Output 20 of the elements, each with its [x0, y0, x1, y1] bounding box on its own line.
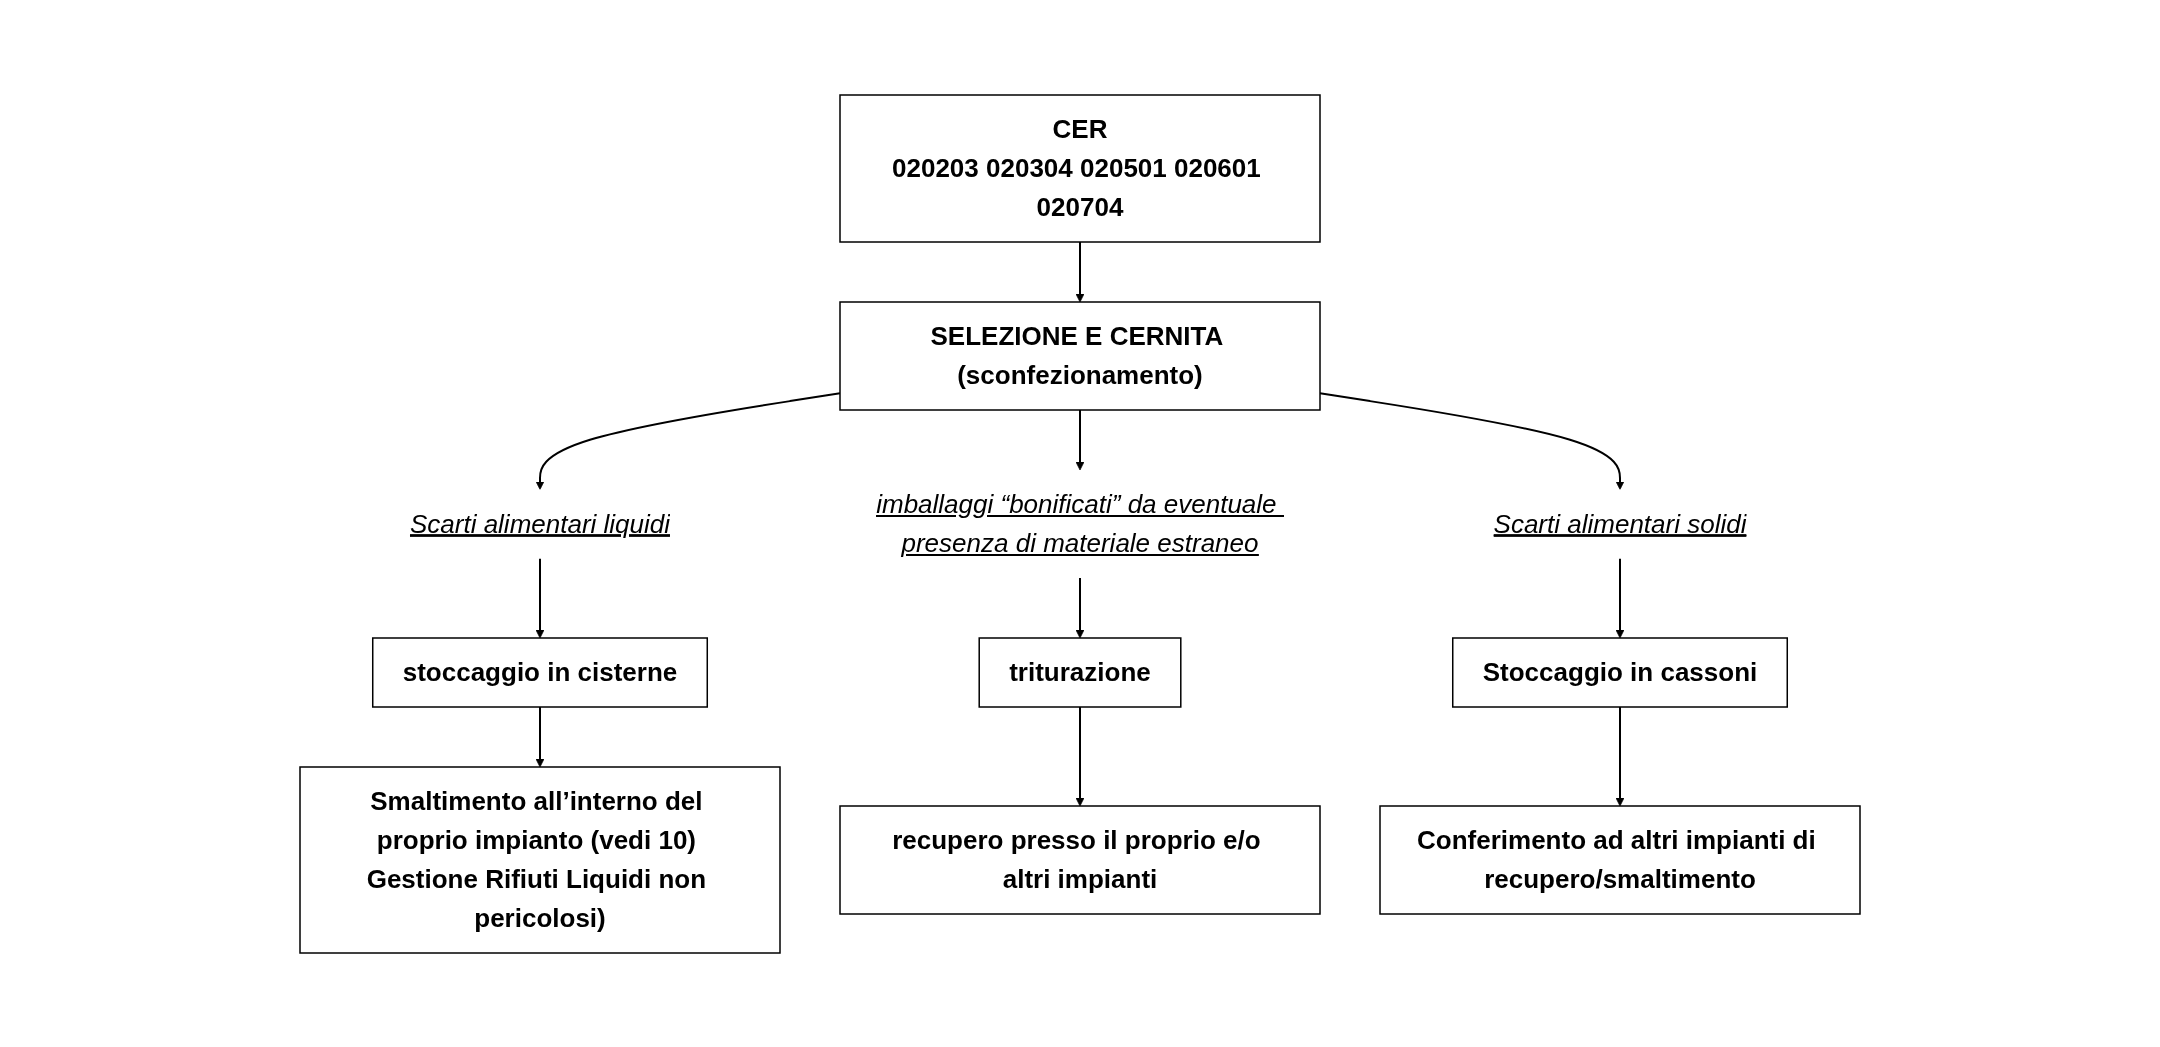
node-box: recupero presso il proprio e/o altri impianti [839, 804, 1321, 915]
node-box: Stoccaggio in cassoni [1452, 636, 1788, 708]
node-box: triturazione [978, 636, 1182, 708]
arrow [1075, 705, 1085, 806]
node-box: Smaltimento all’interno del proprio impianto (vedi 10) Gestione Rifiuti Liquidi non pericolosi) [299, 765, 781, 954]
arrow [1615, 557, 1625, 638]
node-text: Scarti alimentari solidi [1493, 508, 1747, 538]
node-box: stoccaggio in cisterne [372, 636, 708, 708]
node-box: Conferimento ad altri impianti di recupero/smaltimento [1379, 804, 1861, 915]
arrow [1075, 576, 1085, 638]
arrow [1075, 240, 1085, 302]
arrow [535, 705, 545, 767]
node-text: Scarti alimentari liquidi [409, 508, 671, 538]
arrow [535, 391, 841, 490]
node-box: CER 020203 020304 020501 020601 020704 [839, 93, 1321, 243]
arrow [1075, 408, 1085, 470]
arrow [535, 557, 545, 638]
node-text: imballaggi “bonificati” da eventuale presenza di materiale estraneo [876, 488, 1277, 558]
arrow [1615, 705, 1625, 806]
node-box: SELEZIONE E CERNITA (sconfezionamento) [839, 300, 1321, 411]
